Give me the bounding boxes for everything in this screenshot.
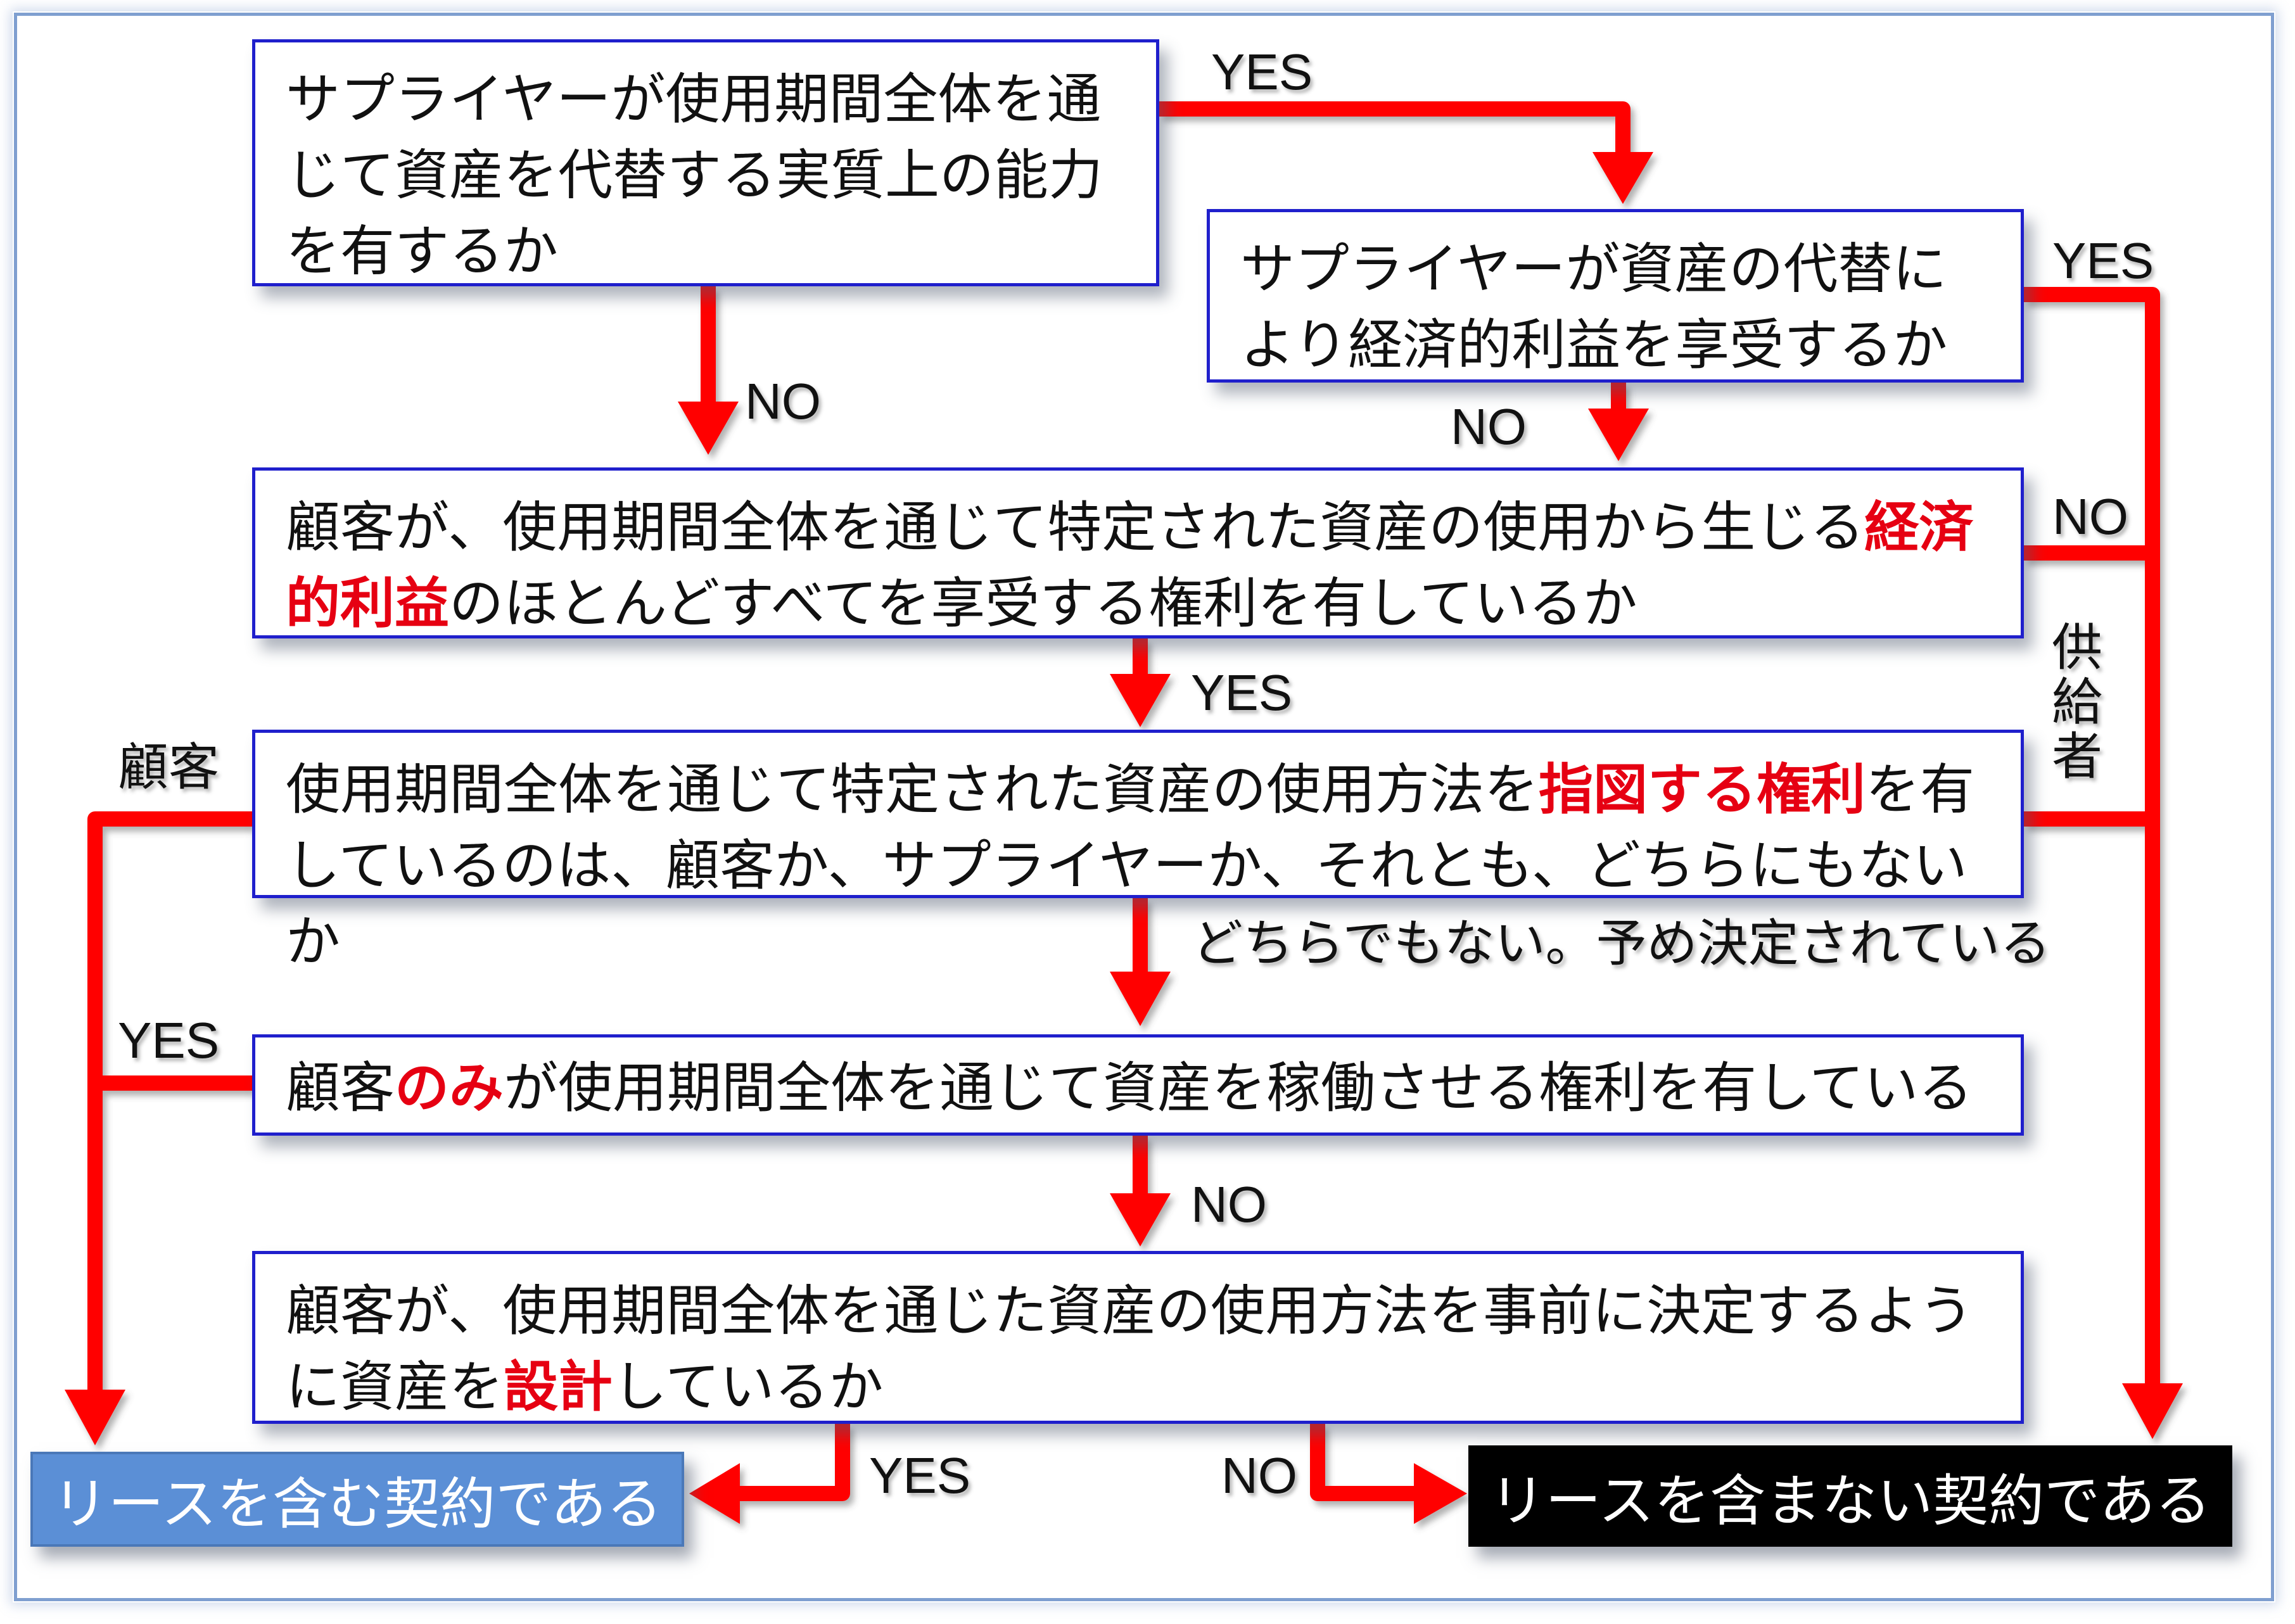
q6-highlight: 設計: [504, 1355, 613, 1419]
arrow-q1-yes: [1159, 101, 1631, 157]
question-right-to-operate: 顧客のみが使用期間全体を通じて資産を稼働させる権利を有している: [252, 1034, 2024, 1136]
question-right-to-direct: 使用期間全体を通じて特定された資産の使用方法を指図する権利を有しているのは、顧客…: [252, 730, 2024, 974]
question-substitution-benefit: サプライヤーが資産の代替により経済的利益を享受するか: [1207, 209, 2024, 383]
label-q2-no: NO: [1451, 398, 1527, 455]
q6-text-pre: 顧客が、使用期間全体を通じた資産の使用方法を事前に決定するように資産を: [286, 1279, 1974, 1419]
arrow-right-trunk: [2024, 287, 2160, 1387]
q1-text: サプライヤーが使用期間全体を通じて資産を代替する実質上の能力を有するか: [286, 68, 1103, 283]
result-contains-lease: リースを含む契約である: [30, 1452, 684, 1547]
label-q6-yes: YES: [869, 1447, 971, 1504]
label-q5-no: NO: [1191, 1176, 1267, 1233]
label-q3-yes: YES: [1191, 664, 1293, 721]
label-q5-yes: YES: [118, 1012, 220, 1069]
q3-text-pre: 顧客が、使用期間全体を通じて特定された資産の使用から生じる: [286, 496, 1865, 559]
question-economic-benefit: 顧客が、使用期間全体を通じて特定された資産の使用から生じる経済的利益のほとんどす…: [252, 467, 2024, 638]
result-contains-lease-text: リースを含む契約である: [52, 1471, 663, 1537]
question-substitution-capability: サプライヤーが使用期間全体を通じて資産を代替する実質上の能力を有するか: [252, 39, 1159, 286]
label-q6-no: NO: [1221, 1447, 1297, 1504]
q4-highlight: 指図する権利: [1539, 758, 1866, 822]
q6-text-post: しているか: [613, 1355, 884, 1419]
q3-highlight: 経済的利益: [286, 496, 1974, 635]
arrow-q6-yes: [735, 1424, 850, 1501]
q2-text: サプライヤーが資産の代替により経済的利益を享受するか: [1240, 238, 1948, 377]
q5-text-post: が使用期間全体を通じて資産を稼働させる権利を有している: [504, 1056, 1973, 1120]
label-q1-no: NO: [745, 373, 821, 429]
q5-text-pre: 顧客: [286, 1056, 395, 1120]
q4-text-post: を有しているのは、顧客か、サプライヤーか、それとも、どちらにもないか: [286, 758, 1974, 974]
q4-text-pre: 使用期間全体を通じて特定された資産の使用方法を: [286, 758, 1539, 822]
label-q3-no: NO: [2052, 488, 2128, 545]
arrow-q6-no: [1310, 1424, 1419, 1501]
label-neither: どちらでもない。予め決定されている: [1192, 914, 2051, 973]
q5-highlight: のみ: [395, 1056, 504, 1120]
label-customer: 顧客: [118, 738, 219, 797]
question-asset-design: 顧客が、使用期間全体を通じた資産の使用方法を事前に決定するように資産を設計してい…: [252, 1251, 2024, 1424]
label-q1-yes: YES: [1211, 44, 1313, 100]
label-supplier: 供給者: [2049, 621, 2106, 784]
label-q2-yes: YES: [2052, 232, 2154, 289]
label-supplier-text: 供給者: [2052, 618, 2102, 786]
q3-text-post: のほとんどすべてを享受する権利を有しているか: [449, 572, 1637, 635]
result-no-lease: リースを含まない契約である: [1468, 1445, 2232, 1547]
result-no-lease-text: リースを含まない契約である: [1489, 1468, 2211, 1533]
arrow-left-trunk: [87, 811, 252, 1393]
